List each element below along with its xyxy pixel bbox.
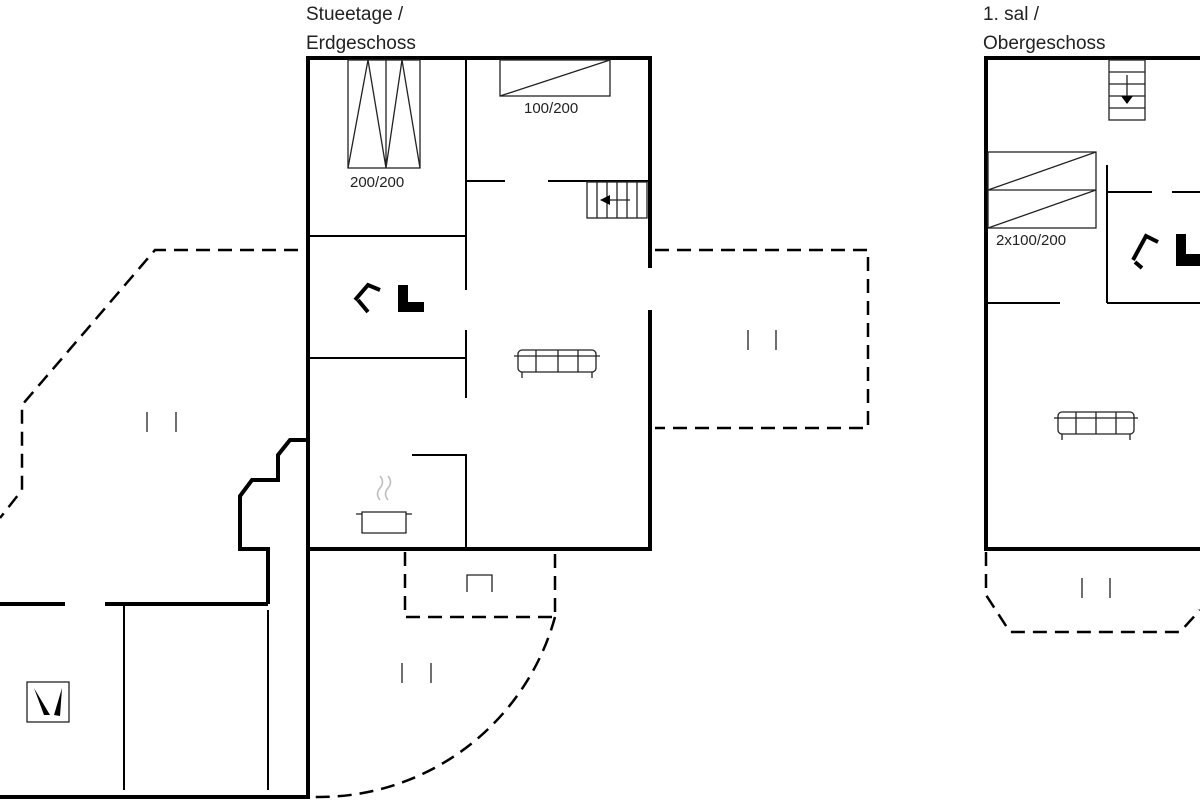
annex-walls — [0, 438, 310, 799]
terrace-south-arc — [314, 616, 557, 799]
upper-floor-title-1: 1. sal / — [983, 4, 1040, 25]
upper-stairs-icon — [1108, 59, 1146, 121]
terrace-west-marker — [146, 412, 177, 432]
upper-floor-walls — [984, 56, 1200, 551]
terrace-south-marker — [401, 663, 432, 683]
bed-large: 200/200 — [347, 59, 421, 191]
upper-balcony — [984, 552, 1200, 634]
terrace-east — [655, 248, 870, 430]
upper-sofa-icon — [1054, 411, 1138, 440]
bed-large-label: 200/200 — [350, 174, 404, 191]
porch-step — [466, 574, 493, 592]
toilet-shower-icon — [353, 282, 424, 314]
terrace-west — [0, 248, 298, 519]
sofa-icon — [514, 349, 600, 378]
stairs-icon — [586, 181, 648, 219]
ground-floor-walls — [306, 56, 652, 551]
upper-balcony-marker — [1081, 578, 1111, 598]
bed-small: 100/200 — [499, 59, 611, 117]
annex-sink-icon — [26, 681, 70, 723]
bed-small-label: 100/200 — [524, 100, 578, 117]
upper-floor-title-2: Obergeschoss — [983, 33, 1106, 54]
upper-beds: 2x100/200 — [987, 151, 1097, 249]
ground-floor-title-1: Stueetage / — [306, 4, 404, 25]
porch — [403, 552, 557, 619]
cooking-pot-icon — [356, 475, 412, 534]
upper-beds-label: 2x100/200 — [996, 232, 1066, 249]
upper-toilet-shower-icon — [1131, 233, 1200, 270]
terrace-east-marker — [747, 330, 777, 350]
ground-floor-title-2: Erdgeschoss — [306, 33, 416, 54]
